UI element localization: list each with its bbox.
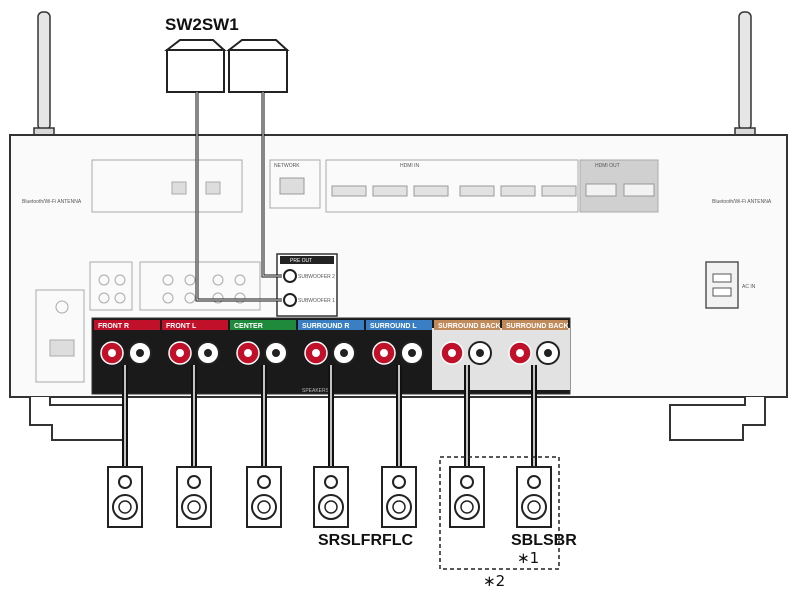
speaker-box (176, 466, 212, 528)
speaker-group2-label: SBLSBR (511, 532, 577, 549)
antenna-right-text: Bluetooth/Wi-Fi ANTENNA (712, 199, 772, 205)
subwoofer-sw1 (226, 39, 290, 93)
speaker-group1-label: SRSLFRFLC (318, 532, 414, 549)
hdmi-in-panel: HDMI IN (325, 159, 579, 213)
note-1: ∗1 (517, 549, 539, 567)
fm-am-panel (35, 289, 85, 383)
speaker-box (246, 466, 282, 528)
svg-text:AC IN: AC IN (742, 284, 756, 290)
terminal-label: SURROUND R (302, 323, 349, 330)
ac-inlet: AC IN (705, 261, 756, 309)
terminal-surround-l: SURROUND L (366, 320, 432, 365)
svg-text:NETWORK: NETWORK (274, 163, 300, 169)
speakers (107, 466, 552, 528)
speaker-box (381, 466, 417, 528)
terminal-surround-r: SURROUND R (298, 320, 364, 365)
terminal-surround-back-r: SURROUND BACK R (434, 320, 508, 365)
speaker-cables (122, 365, 537, 468)
speaker-box (516, 466, 552, 528)
svg-text:PRE OUT: PRE OUT (290, 258, 312, 264)
note-2: ∗2 (483, 572, 505, 590)
optical-panel (91, 159, 243, 213)
speaker-terminals: FRONT R FRONT L CENTER SURROUND R SURROUND L… (94, 320, 576, 365)
terminal-surround-back-l: SURROUND BACK L (502, 320, 576, 365)
analog-inputs (89, 261, 261, 311)
subwoofer-labels: SW2SW1 (165, 15, 239, 34)
svg-text:HDMI IN: HDMI IN (400, 163, 420, 169)
network-port: NETWORK (269, 159, 321, 209)
subwoofer-sw2 (164, 39, 227, 93)
hdmi-out-panel: HDMI OUT (579, 159, 659, 213)
terminal-label: CENTER (234, 323, 263, 330)
terminal-label: SURROUND L (370, 323, 417, 330)
terminal-label: FRONT R (98, 323, 129, 330)
receiver-feet (29, 397, 766, 441)
svg-text:SUBWOOFER 2: SUBWOOFER 2 (298, 274, 335, 280)
subwoofer-cables-inner (196, 92, 282, 301)
speakers-text: SPEAKERS (302, 388, 330, 394)
terminal-label: SURROUND BACK L (506, 323, 576, 330)
surround-back-dashed-box (439, 456, 560, 570)
terminal-label: SURROUND BACK R (438, 323, 508, 330)
svg-text:SUBWOOFER 1: SUBWOOFER 1 (298, 298, 335, 304)
svg-text:HDMI OUT: HDMI OUT (595, 163, 620, 169)
terminal-label: FRONT L (166, 323, 197, 330)
terminal-front-l: FRONT L (162, 320, 228, 365)
terminal-center: CENTER (230, 320, 296, 365)
speaker-box (313, 466, 349, 528)
antenna-left-text: Bluetooth/Wi-Fi ANTENNA (22, 199, 82, 205)
preout-block: PRE OUT SUBWOOFER 2 SUBWOOFER 1 (276, 253, 338, 317)
speaker-box (449, 466, 485, 528)
terminal-front-r: FRONT R (94, 320, 160, 365)
speaker-box (107, 466, 143, 528)
